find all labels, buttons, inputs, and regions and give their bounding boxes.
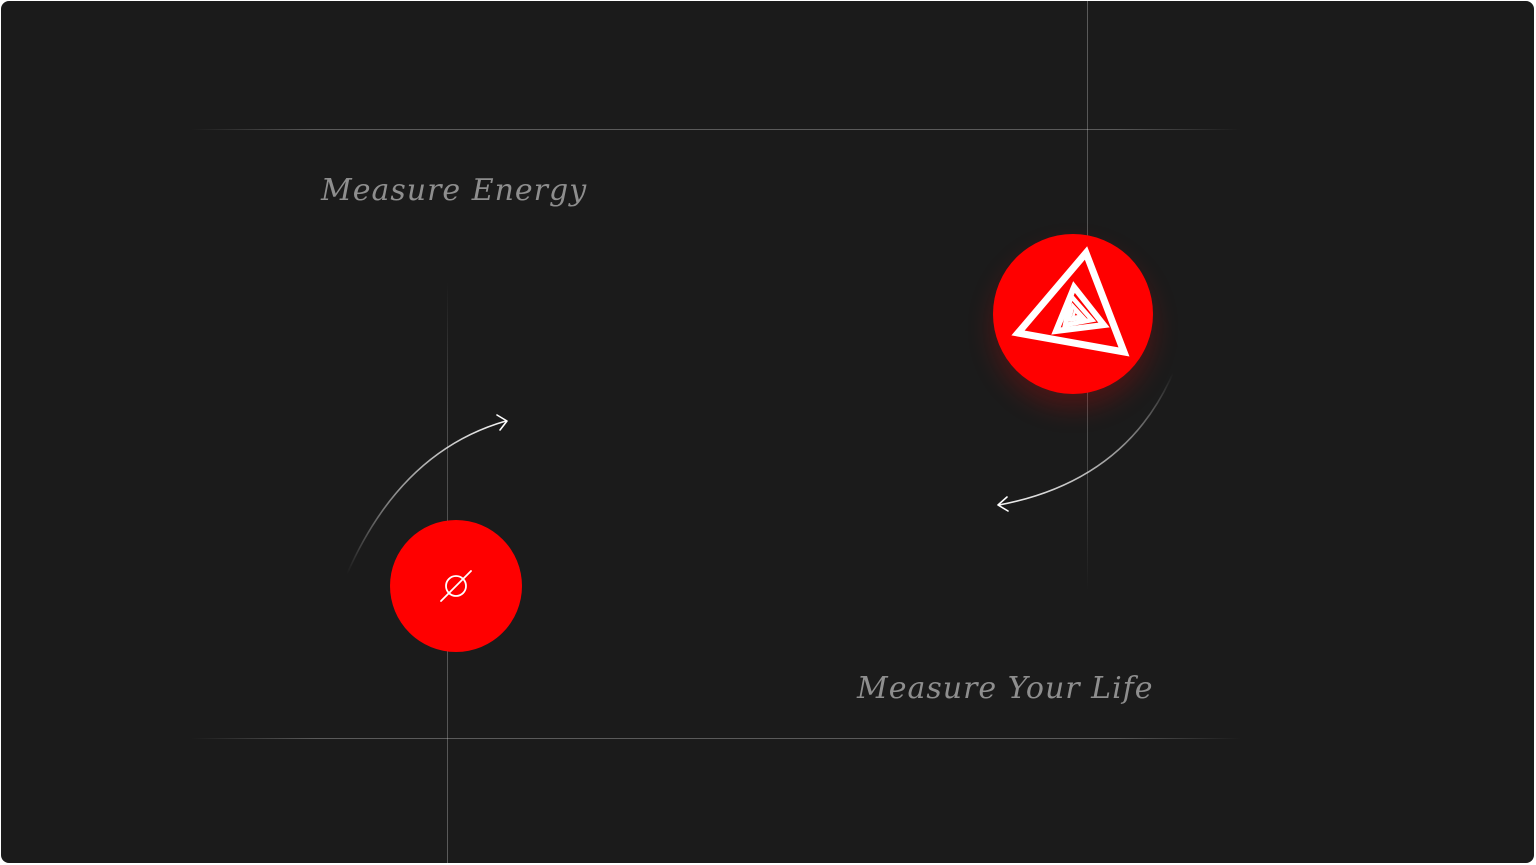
empty-set-icon — [440, 570, 472, 602]
empty-set-badge[interactable] — [390, 520, 522, 652]
triangle-spiral-logo-icon — [1011, 246, 1130, 357]
logo-badge — [993, 234, 1153, 394]
caption-measure-energy: Measure Energy — [321, 173, 588, 208]
top-divider-line — [191, 129, 1241, 130]
caption-measure-your-life: Measure Your Life — [857, 671, 1154, 706]
curved-arrow-up-right — [346, 414, 508, 575]
bottom-divider-line — [191, 738, 1241, 739]
curved-arrow-down-left — [997, 372, 1174, 512]
